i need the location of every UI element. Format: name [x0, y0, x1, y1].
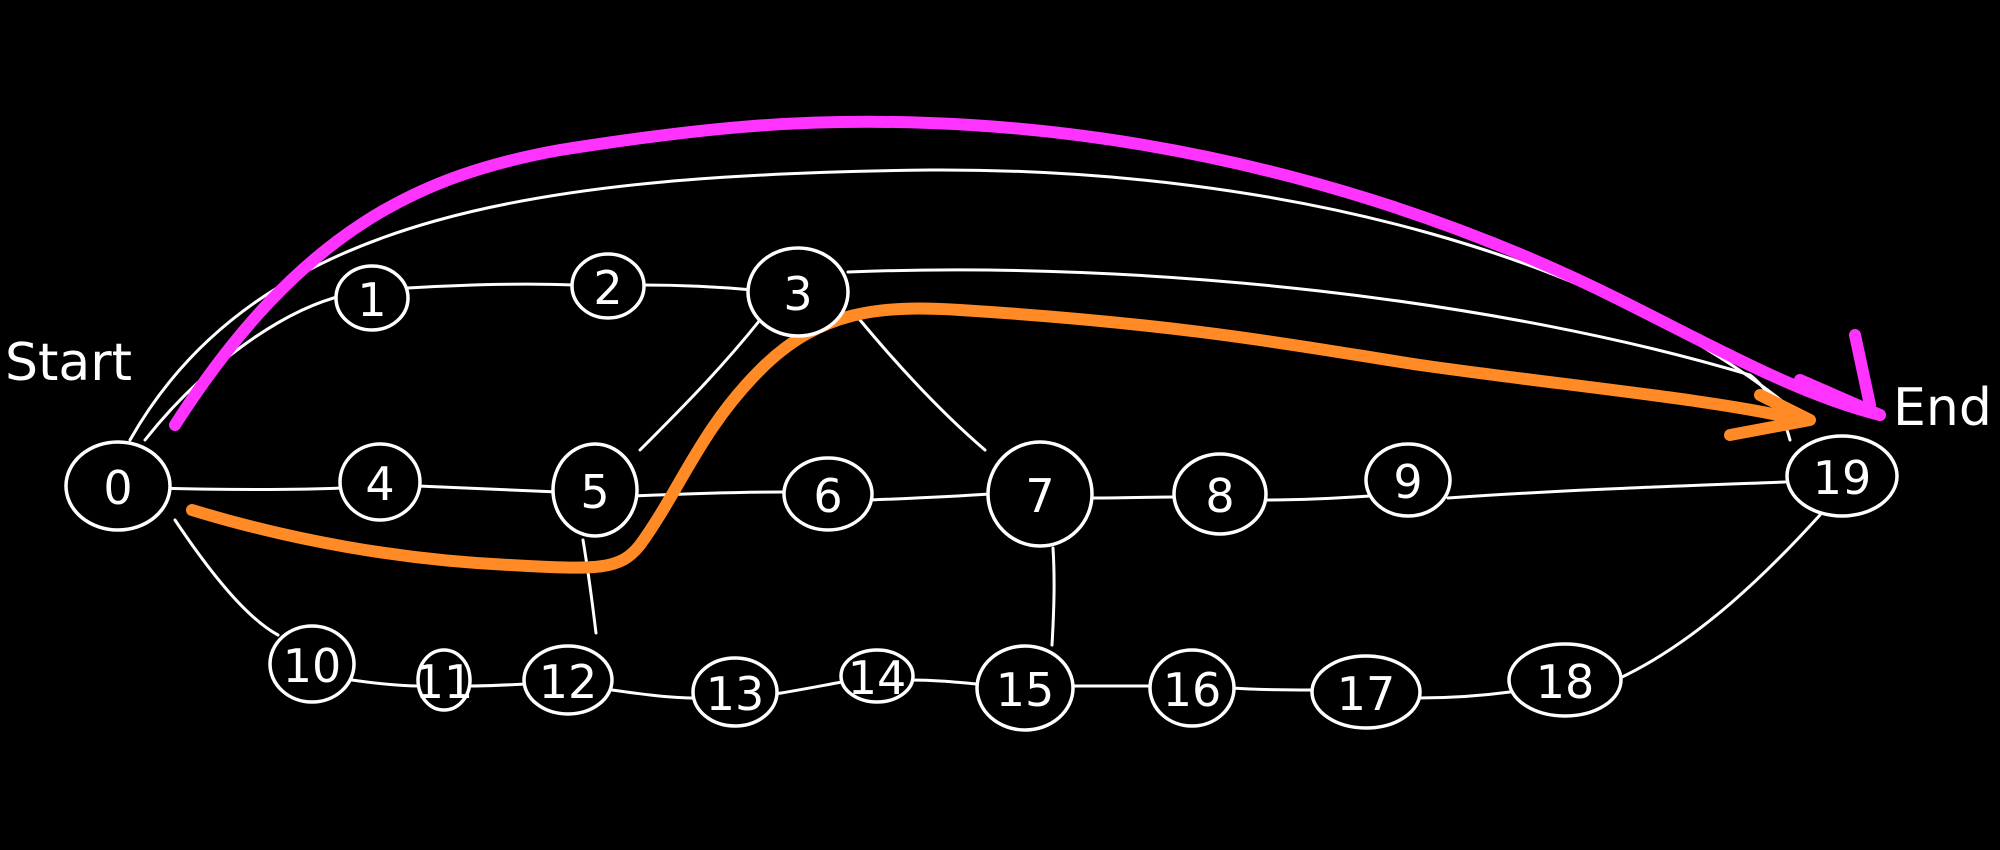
edge-2-3 [641, 283, 755, 292]
node-circle [1785, 434, 1899, 518]
orange-path [186, 302, 1806, 574]
edge-5-12 [581, 538, 598, 635]
edge-17-18 [1416, 690, 1512, 700]
node-circle [1507, 642, 1623, 718]
node-label: 18 [1536, 655, 1595, 709]
node-label: 9 [1393, 455, 1422, 509]
node-circle [839, 648, 915, 704]
edge-6-7 [868, 492, 992, 502]
node-11: 11 [415, 648, 474, 712]
node-6: 6 [782, 456, 874, 532]
node-3: 3 [746, 246, 850, 338]
node-circle [570, 252, 646, 320]
node-label: 6 [813, 469, 842, 523]
node-circle [1172, 452, 1268, 536]
edge-18-19 [1618, 513, 1822, 680]
edge-0-10 [173, 518, 280, 637]
node-circle [64, 440, 172, 532]
edge-10-11 [350, 678, 422, 688]
node-18: 18 [1507, 642, 1623, 718]
node-label: 13 [706, 667, 765, 721]
node-label: 14 [848, 651, 907, 705]
node-5: 5 [551, 442, 639, 538]
edge-7-15 [1050, 546, 1056, 647]
node-label: 8 [1205, 469, 1234, 523]
node-17: 17 [1310, 654, 1422, 730]
node-label: 1 [357, 273, 386, 327]
node-label: 16 [1163, 663, 1222, 717]
node-0: 0 [64, 440, 172, 532]
edge-0-1 [143, 293, 347, 442]
edge-3-5 [638, 318, 762, 452]
node-12: 12 [522, 644, 614, 716]
node-circle [691, 656, 779, 728]
node-label: 5 [580, 465, 609, 519]
node-circle [975, 644, 1075, 732]
magenta-arrowhead [1794, 329, 1886, 421]
edge-3-7 [858, 318, 987, 452]
edge-1-2 [406, 282, 575, 290]
edge-11-12 [466, 682, 527, 688]
node-10: 10 [268, 624, 356, 704]
node-circle [416, 648, 472, 712]
orange-arrowhead [1724, 389, 1816, 441]
node-label: 10 [283, 639, 342, 693]
node-7: 7 [986, 440, 1094, 548]
node-circle [782, 456, 874, 532]
node-label: 4 [365, 457, 394, 511]
node-circle [522, 644, 614, 716]
end-label: End [1893, 378, 1992, 438]
edge-9-19 [1446, 480, 1787, 500]
node-13: 13 [691, 656, 779, 728]
node-label: 19 [1813, 451, 1872, 505]
node-circle [268, 624, 356, 704]
node-label: 12 [539, 655, 598, 709]
node-circle [338, 442, 422, 522]
edge-14-15 [908, 678, 979, 686]
edge-0-4 [153, 486, 344, 491]
node-9: 9 [1364, 442, 1452, 518]
node-label: 15 [996, 663, 1055, 717]
node-15: 15 [975, 644, 1075, 732]
node-label: 0 [103, 461, 132, 515]
node-label: 7 [1025, 469, 1054, 523]
edge-16-17 [1230, 686, 1314, 692]
edge-13-14 [773, 680, 844, 696]
node-circle [1148, 648, 1236, 728]
node-circle [334, 264, 410, 332]
node-circle [1364, 442, 1452, 518]
node-circle [746, 246, 850, 338]
start-label: Start [5, 333, 132, 393]
edge-4-5 [416, 484, 560, 494]
node-16: 16 [1148, 648, 1236, 728]
node-label: 2 [593, 261, 622, 315]
node-4: 4 [338, 442, 422, 522]
edge-7-8 [1088, 495, 1177, 500]
edge-5-6 [630, 490, 787, 498]
node-circle [551, 442, 639, 538]
node-label: 17 [1337, 667, 1396, 721]
node-circle [986, 440, 1094, 548]
node-14: 14 [839, 648, 915, 705]
node-circle [1310, 654, 1422, 730]
edge-8-9 [1263, 494, 1372, 502]
node-1: 1 [334, 264, 410, 332]
graph-edges [128, 168, 1822, 700]
edge-12-13 [610, 688, 697, 700]
node-19: 19 [1785, 434, 1899, 518]
node-label: 3 [783, 267, 812, 321]
magenta-path [169, 115, 1886, 431]
node-8: 8 [1172, 452, 1268, 536]
node-2: 2 [570, 252, 646, 320]
node-label: 11 [415, 655, 474, 709]
